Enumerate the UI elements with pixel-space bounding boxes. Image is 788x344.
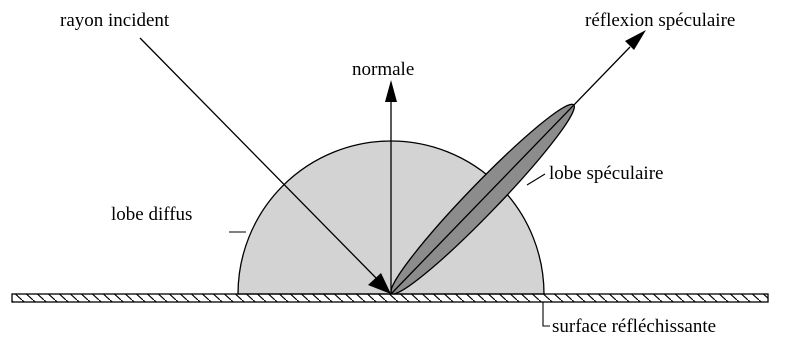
- specular-reflection-label: réflexion spéculaire: [585, 10, 735, 31]
- specular-lobe-leader: [526, 173, 546, 186]
- incident-ray-arrow: [139, 37, 391, 294]
- specular-reflection-arrow: [390, 30, 646, 295]
- incident-ray-label: rayon incident: [60, 10, 170, 31]
- specular-lobe-label: lobe spéculaire: [549, 163, 663, 184]
- normal-arrow: [385, 80, 397, 294]
- surface-leader: [542, 302, 550, 327]
- normal-label: normale: [352, 59, 414, 80]
- reflective-surface-label: surface réfléchissante: [552, 316, 716, 337]
- diffuse-lobe-label: lobe diffus: [111, 204, 192, 225]
- reflective-surface: [11, 293, 769, 303]
